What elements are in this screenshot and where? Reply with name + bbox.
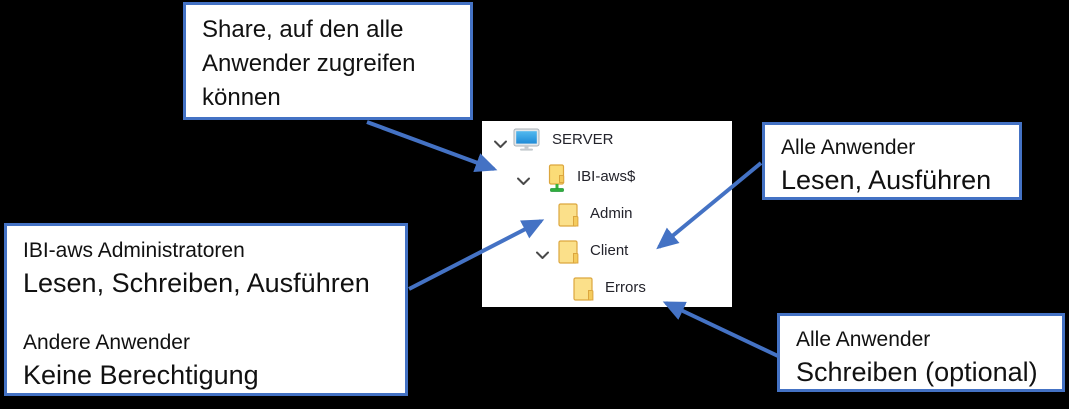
callout-admin-permission2: Keine Berechtigung bbox=[23, 360, 259, 390]
tree-item-label[interactable]: SERVER bbox=[552, 131, 614, 148]
callout-read-execute: Alle Anwender Lesen, Ausführen bbox=[762, 122, 1022, 200]
tree-item-label[interactable]: IBI-aws$ bbox=[577, 168, 636, 185]
chevron-down-icon[interactable] bbox=[535, 247, 550, 259]
tree-item-label[interactable]: Admin bbox=[590, 205, 633, 222]
tree-item-label[interactable]: Errors bbox=[605, 279, 646, 296]
callout-admin-group2: Andere Anwender bbox=[23, 331, 190, 354]
folder-tree-panel: SERVER IBI-aws$ bbox=[482, 121, 732, 307]
tree-item-server[interactable]: SERVER bbox=[482, 127, 732, 155]
callout-read-execute-group: Alle Anwender bbox=[781, 136, 916, 159]
tree-item-label[interactable]: Client bbox=[590, 242, 629, 259]
callout-write-optional-group: Alle Anwender bbox=[796, 328, 931, 351]
callout-admin-spacer bbox=[23, 301, 395, 328]
tree-item-client[interactable]: Client bbox=[482, 238, 732, 266]
shared-folder-icon bbox=[545, 164, 569, 199]
callout-write-optional-permission: Schreiben (optional) bbox=[796, 357, 1038, 387]
callout-read-execute-permission: Lesen, Ausführen bbox=[781, 165, 992, 195]
computer-icon bbox=[513, 128, 540, 157]
callout-share-text: Share, auf den alle Anwender zugreifen k… bbox=[202, 16, 416, 111]
callout-admin-permission1: Lesen, Schreiben, Ausführen bbox=[23, 268, 370, 298]
chevron-down-icon[interactable] bbox=[516, 173, 531, 185]
callout-share: Share, auf den alle Anwender zugreifen k… bbox=[183, 2, 473, 120]
arrow-share-to-ibi-aws bbox=[366, 120, 498, 172]
folder-icon bbox=[558, 203, 582, 233]
callout-admin-group1: IBI-aws Administratoren bbox=[23, 239, 245, 262]
chevron-down-icon[interactable] bbox=[493, 136, 508, 148]
folder-icon bbox=[573, 277, 597, 307]
tree-item-ibi-aws-share[interactable]: IBI-aws$ bbox=[482, 164, 732, 192]
folder-icon bbox=[558, 240, 582, 270]
callout-administrators: IBI-aws Administratoren Lesen, Schreiben… bbox=[4, 223, 408, 396]
tree-item-errors[interactable]: Errors bbox=[482, 275, 732, 303]
arrow-write-optional-to-errors-folder bbox=[662, 301, 779, 358]
tree-item-admin[interactable]: Admin bbox=[482, 201, 732, 229]
callout-write-optional: Alle Anwender Schreiben (optional) bbox=[777, 313, 1065, 392]
